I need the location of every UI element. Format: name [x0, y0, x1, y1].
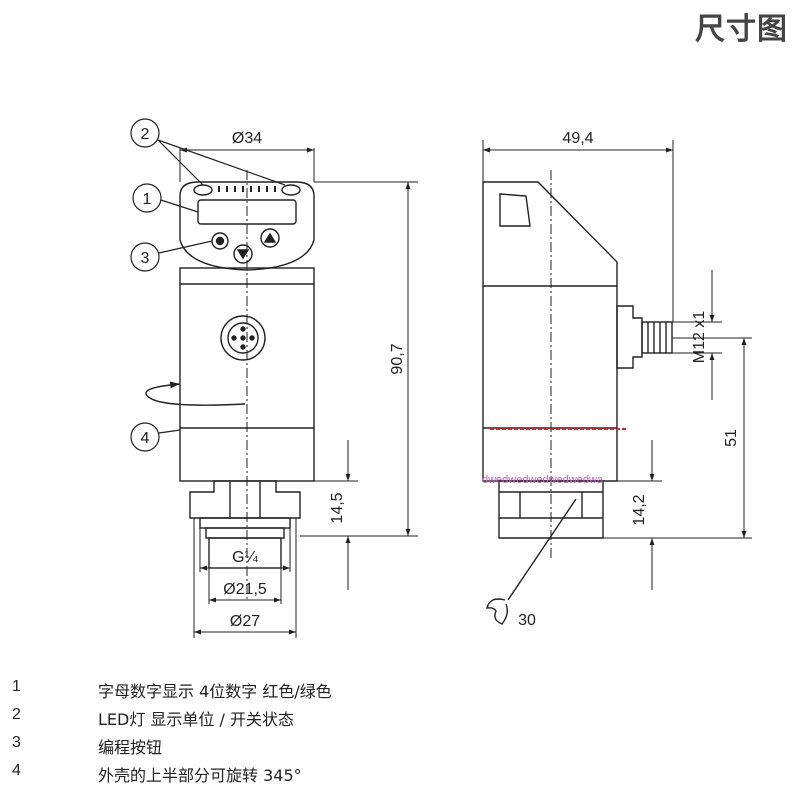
callout-4-label: 4 — [141, 430, 150, 447]
callout-1-label: 1 — [143, 191, 152, 208]
m12-connector-socket-icon — [220, 315, 266, 361]
callout-4 — [130, 422, 181, 452]
page-title: 尺寸图 — [695, 12, 788, 47]
dim-fitting-14-2: 14,2 — [631, 494, 648, 525]
watermark-text: dwedwedwedwedwedwa — [482, 474, 604, 486]
callout-2 — [130, 118, 286, 186]
button-down-icon — [233, 244, 253, 264]
wrench-size-icon — [486, 498, 577, 625]
legend-number: 1 — [12, 678, 21, 695]
callout-2-label: 2 — [141, 126, 150, 143]
led-left-icon — [193, 184, 213, 196]
legend-text: 外壳的上半部分可旋转 345° — [98, 766, 302, 785]
dim-height-90-7: 90,7 — [389, 343, 406, 374]
dim-depth-49-4: 49,4 — [562, 130, 593, 147]
legend-number: 4 — [12, 762, 21, 779]
button-up-icon — [260, 228, 280, 248]
dim-connector-m12: M12 x1 — [691, 311, 708, 364]
dim-wrench-30: 30 — [518, 612, 536, 629]
dim-thread-g14: G¼ — [232, 549, 258, 566]
dim-diameter-34: Ø34 — [232, 130, 262, 147]
side-dimensions — [482, 140, 752, 590]
legend-text: 编程按钮 — [98, 738, 163, 757]
side-m12-connector — [616, 305, 643, 369]
callout-3 — [130, 240, 213, 272]
dim-height-51: 51 — [723, 429, 740, 447]
legend-text: LED灯 显示单位 / 开关状态 — [98, 710, 294, 729]
legend-number: 2 — [12, 706, 21, 723]
dim-diameter-21-5: Ø21,5 — [223, 581, 267, 598]
front-thread — [199, 517, 291, 529]
front-hex-nut — [189, 480, 301, 519]
legend-text: 字母数字显示 4位数字 红色/绿色 — [98, 682, 332, 701]
front-view — [179, 170, 315, 600]
callout-1 — [132, 183, 199, 213]
rotation-arrow-icon — [145, 381, 246, 406]
dim-fitting-14-5: 14,5 — [329, 492, 346, 523]
dim-diameter-27: Ø27 — [230, 613, 260, 630]
led-right-icon — [281, 184, 301, 196]
led-indicators — [218, 186, 276, 192]
front-display-head — [179, 181, 315, 271]
callout-3-label: 3 — [141, 250, 150, 267]
front-dimensions — [179, 147, 418, 638]
legend-number: 3 — [12, 734, 21, 751]
side-housing — [482, 181, 618, 482]
